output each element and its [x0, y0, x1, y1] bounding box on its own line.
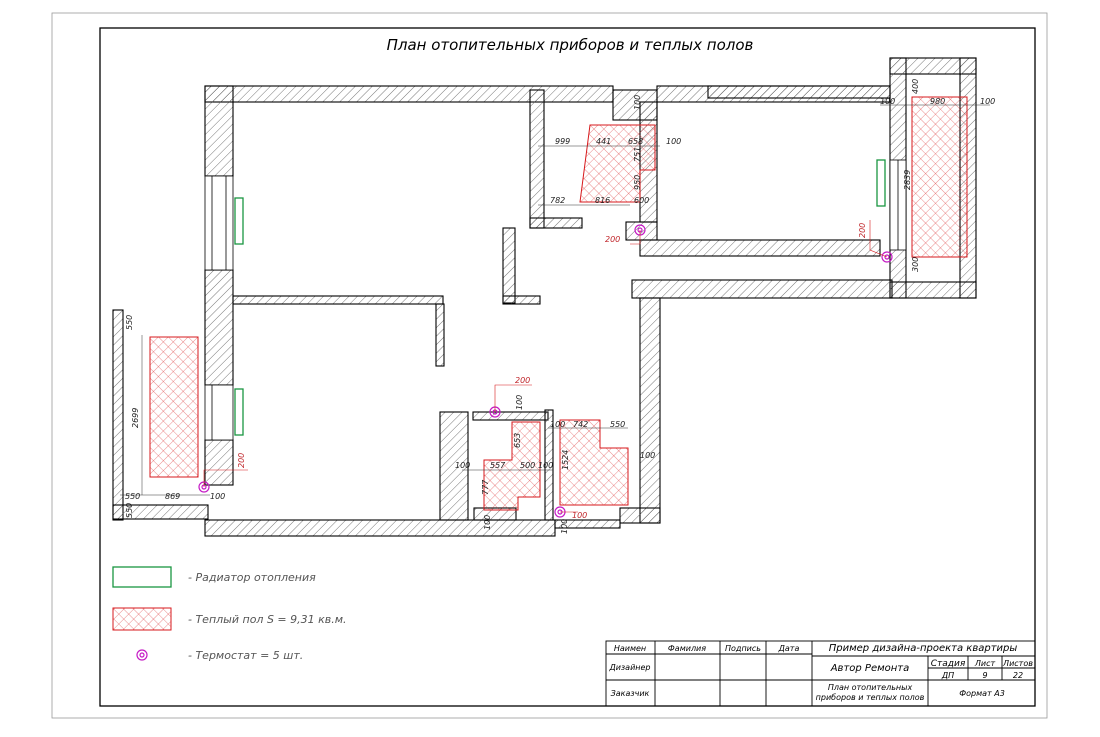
legend: - Радиатор отопления - Теплый пол S = 9,…: [112, 566, 347, 662]
title-block-text: Наимен Фамилия Подпись Дата Дизайнер Зак…: [608, 643, 1033, 702]
dim-782: 782: [550, 196, 565, 205]
heated-floor-balcony-right: [911, 96, 968, 258]
heated-floor-balcony-left: [149, 336, 199, 478]
dim-100i: 100: [483, 515, 492, 530]
stamp-sheet-label: Лист: [974, 659, 996, 668]
radiator-2: [234, 388, 244, 436]
radiator-1: [234, 197, 244, 245]
radiators: [234, 159, 886, 436]
legend-radiator-label: - Радиатор отопления: [188, 571, 316, 584]
stamp-sheet: 9: [982, 671, 987, 680]
stamp-customer: Заказчик: [611, 689, 650, 698]
wall-top-left: [204, 85, 614, 103]
dim-400: 400: [911, 79, 920, 94]
radiator-3: [876, 159, 886, 207]
legend-radiator-swatch: [112, 566, 172, 588]
dim-742: 742: [573, 420, 588, 429]
stamp-sheet-title-1: План отопительных: [828, 683, 913, 692]
stamp-header-surname: Фамилия: [668, 644, 706, 653]
dim-100f: 100: [515, 395, 524, 410]
stamp-format: Формат А3: [959, 689, 1005, 698]
dim-100b: 100: [633, 95, 642, 110]
legend-floor-label: - Теплый пол S = 9,31 кв.м.: [188, 613, 347, 626]
dim-200a: 200: [605, 235, 620, 244]
heated-floor-bathroom: [483, 421, 541, 511]
outer-border: [51, 12, 1048, 719]
dim-816: 816: [595, 196, 610, 205]
dim-950: 950: [633, 175, 642, 190]
dim-200b: 200: [858, 223, 867, 238]
dim-777: 777: [481, 479, 490, 495]
windows: [112, 159, 907, 506]
dim-869: 869: [165, 492, 180, 501]
stamp-header-sign: Подпись: [725, 644, 761, 653]
heated-floor-hall: [559, 419, 629, 506]
dim-550a: 550: [125, 315, 134, 330]
legend-thermostat-icon: [136, 649, 148, 661]
stamp-header-date: Дата: [778, 644, 800, 653]
dim-658: 658: [628, 137, 643, 146]
dim-653: 653: [513, 433, 522, 448]
stamp-author: Автор Ремонта: [830, 663, 910, 674]
dim-100h: 100: [455, 461, 470, 470]
dim-100g: 100: [538, 461, 553, 470]
dim-100c: 100: [880, 97, 895, 106]
dim-600: 600: [634, 196, 649, 205]
dim-980: 980: [930, 97, 945, 106]
heated-floor-closet: [579, 124, 656, 203]
dim-557: 557: [490, 461, 506, 470]
stamp-project: Пример дизайна-проекта квартиры: [829, 643, 1018, 654]
stamp-header-name: Наимен: [614, 644, 646, 653]
dim-2839: 2839: [903, 170, 912, 190]
dim-100k: 100: [640, 451, 655, 460]
thermostat-3: [881, 251, 893, 263]
dim-100j: 100: [550, 420, 565, 429]
stamp-stage-label: Стадия: [931, 659, 966, 669]
dim-200c: 200: [237, 453, 246, 468]
dim-2699: 2699: [131, 408, 140, 428]
stamp-sheet-title-2: приборов и теплых полов: [816, 693, 925, 702]
legend-floor-swatch: [112, 607, 172, 631]
dim-1524: 1524: [561, 450, 570, 470]
legend-thermostat-label: - Термостат = 5 шт.: [188, 649, 303, 662]
dim-500: 500: [520, 461, 535, 470]
dim-100e: 100: [210, 492, 225, 501]
heated-floor-areas: [149, 96, 968, 511]
dim-200d: 200: [515, 376, 530, 385]
title-block: [605, 640, 1036, 707]
stamp-designer: Дизайнер: [608, 663, 650, 672]
stamp-sheets: 22: [1013, 671, 1023, 680]
dim-751: 751: [633, 147, 642, 162]
stamp-stage: ДП: [941, 671, 954, 680]
dim-550b: 550: [125, 492, 140, 501]
dimension-lines: [120, 104, 990, 496]
dim-441: 441: [596, 137, 611, 146]
dim-100m: 100: [560, 519, 569, 534]
dim-100d: 100: [980, 97, 995, 106]
stamp-sheets-label: Листов: [1002, 659, 1033, 668]
plan-title: План отопительных приборов и теплых поло…: [387, 36, 754, 54]
dim-100a: 100: [666, 137, 681, 146]
thermostat-dim-lines: [203, 220, 888, 513]
walls: [112, 57, 977, 537]
dim-550d: 550: [610, 420, 625, 429]
dim-550c: 550: [125, 503, 134, 518]
dim-300: 300: [911, 257, 920, 272]
inner-frame: [99, 27, 1036, 707]
dim-999: 999: [555, 137, 570, 146]
dim-100l: 100: [572, 511, 587, 520]
